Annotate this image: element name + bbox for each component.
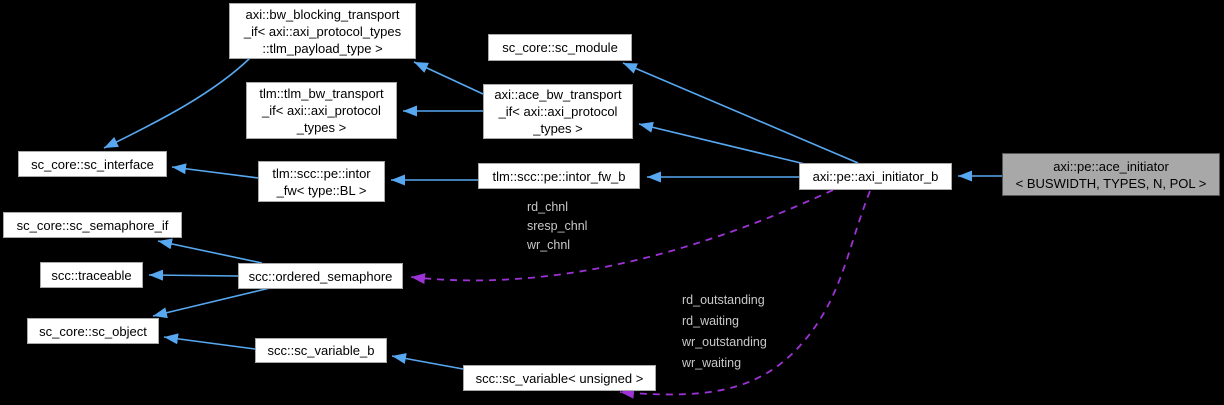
- edge-scvariableb-to-scobject: [163, 333, 256, 350]
- edge-label: wr_waiting: [682, 356, 742, 370]
- edge-label: rd_waiting: [682, 314, 739, 328]
- edge-label-group-channels: rd_chnl sresp_chnl wr_chnl: [527, 200, 587, 257]
- edge-label: rd_outstanding: [682, 293, 765, 307]
- edge-bwblocking-to-scinterface: [103, 57, 251, 149]
- edge-orderedsem-to-traceable: [148, 269, 239, 281]
- edge-intorfw-to-scinterface: [171, 163, 259, 179]
- node-tlm-bw-transport-if[interactable]: tlm::tlm_bw_transport _if< axi::axi_prot…: [246, 82, 397, 139]
- node-bw-blocking-transport-if[interactable]: axi::bw_blocking_transport _if< axi::axi…: [229, 3, 416, 59]
- node-ace-bw-transport-if[interactable]: axi::ace_bw_transport _if< axi::axi_prot…: [483, 84, 633, 139]
- edge-usage-counters-to-scvariableu: [619, 190, 871, 399]
- edge-usage-channels-to-orderedsem: [410, 189, 834, 285]
- edge-label: wr_outstanding: [682, 335, 767, 349]
- node-axi-initiator-b[interactable]: axi::pe::axi_initiator_b: [799, 163, 952, 190]
- node-sc-object[interactable]: sc_core::sc_object: [27, 318, 159, 344]
- node-intor-fw-b[interactable]: tlm::scc::pe::intor_fw_b: [478, 163, 640, 189]
- node-ordered-semaphore[interactable]: scc::ordered_semaphore: [238, 263, 403, 289]
- node-intor-fw[interactable]: tlm::scc::pe::intor _fw< type::BL >: [258, 161, 385, 202]
- node-sc-module[interactable]: sc_core::sc_module: [488, 34, 632, 61]
- edge-acebw-to-bwblocking: [413, 61, 484, 95]
- node-traceable[interactable]: scc::traceable: [40, 262, 143, 288]
- edge-scvariableu-to-scvariableb: [391, 353, 464, 370]
- node-sc-interface[interactable]: sc_core::sc_interface: [18, 151, 167, 177]
- edge-axiinitiatorb-to-scmodule: [622, 62, 859, 164]
- edge-label: wr_chnl: [527, 238, 571, 252]
- node-ace-initiator[interactable]: axi::pe::ace_initiator < BUSWIDTH, TYPES…: [1002, 153, 1220, 196]
- edge-orderedsem-to-semaphoreif: [157, 238, 263, 264]
- node-sc-semaphore-if[interactable]: sc_core::sc_semaphore_if: [3, 212, 182, 238]
- edge-label: rd_chnl: [527, 200, 568, 214]
- edge-axiinitiatorb-to-acebw: [638, 121, 806, 165]
- edge-label: sresp_chnl: [527, 219, 588, 233]
- edge-label-group-counters: rd_outstanding rd_waiting wr_outstanding…: [682, 293, 767, 377]
- node-sc-variable-unsigned[interactable]: scc::sc_variable< unsigned >: [463, 365, 656, 391]
- edge-orderedsem-to-scobject: [152, 287, 271, 319]
- node-sc-variable-b[interactable]: scc::sc_variable_b: [255, 338, 387, 363]
